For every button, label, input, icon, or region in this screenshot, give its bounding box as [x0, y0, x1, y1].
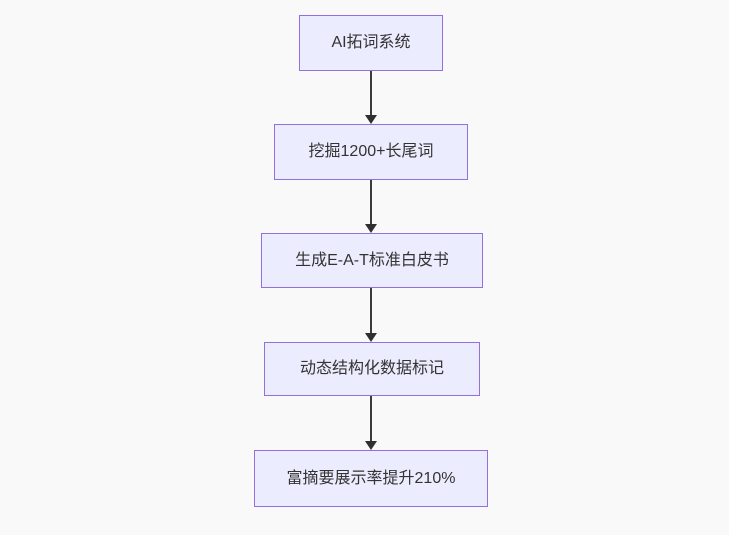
flow-node-label: 挖掘1200+长尾词: [308, 143, 434, 161]
flow-node-longtail-mining: 挖掘1200+长尾词: [274, 124, 468, 180]
edge-line: [370, 396, 372, 441]
flow-node-rich-snippet-result: 富摘要展示率提升210%: [254, 450, 488, 507]
flow-edge-1: [365, 71, 377, 124]
arrowhead-down-icon: [365, 333, 377, 342]
edge-line: [370, 288, 372, 333]
arrowhead-down-icon: [365, 224, 377, 233]
edge-line: [370, 71, 372, 115]
flow-edge-2: [365, 180, 377, 233]
flow-node-label: 生成E-A-T标准白皮书: [295, 251, 449, 269]
flow-node-label: AI拓词系统: [331, 34, 411, 52]
flow-node-eat-whitepaper: 生成E-A-T标准白皮书: [261, 233, 483, 288]
flow-node-ai-word-system: AI拓词系统: [299, 15, 443, 71]
flow-node-structured-data: 动态结构化数据标记: [264, 342, 480, 396]
flow-edge-4: [365, 396, 377, 450]
flow-node-label: 富摘要展示率提升210%: [286, 469, 456, 487]
arrowhead-down-icon: [365, 441, 377, 450]
flow-edge-3: [365, 288, 377, 342]
edge-line: [370, 180, 372, 224]
flow-node-label: 动态结构化数据标记: [299, 360, 444, 378]
arrowhead-down-icon: [365, 115, 377, 124]
